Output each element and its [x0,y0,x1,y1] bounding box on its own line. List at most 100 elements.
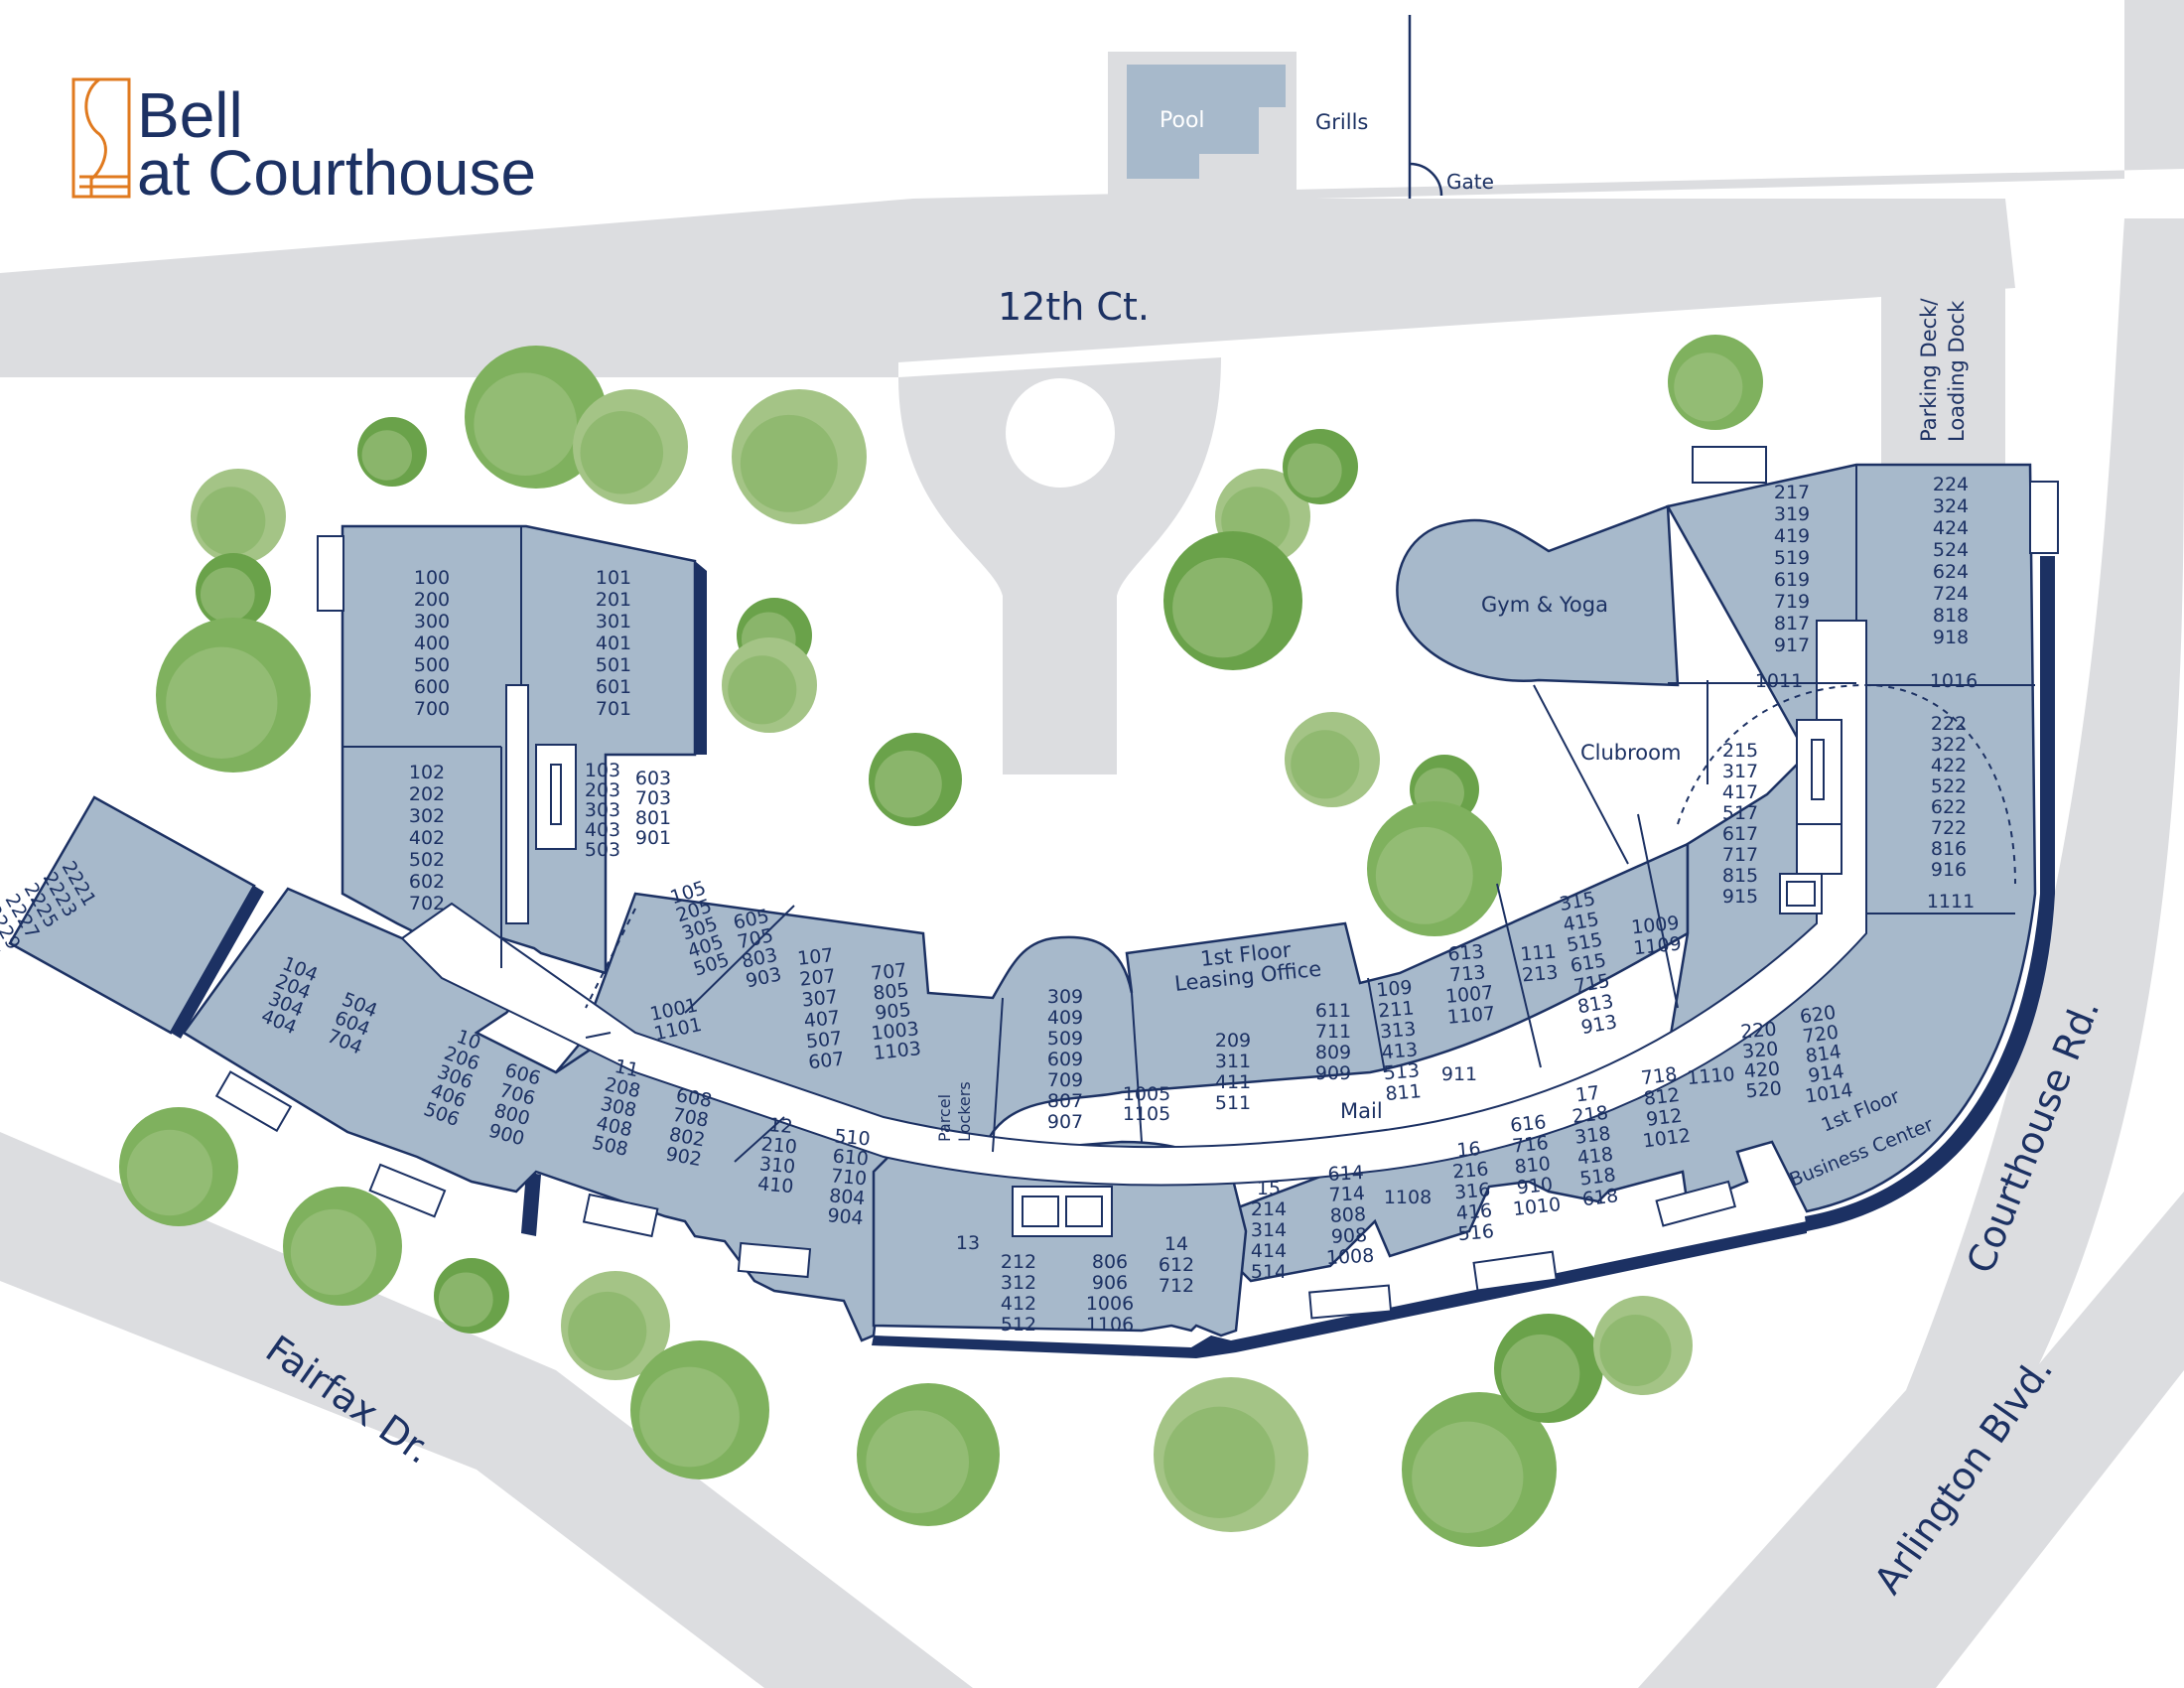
unit-number: 503 [585,839,620,861]
unit-number: 109 [1375,976,1413,1001]
label-clubroom: Clubroom [1580,741,1681,765]
unit-number: 518 [1578,1164,1617,1190]
tree [1593,1296,1693,1395]
unit-number: 222 [1931,713,1967,735]
unit-number: 607 [807,1049,845,1074]
unit-number: 904 [827,1204,865,1229]
pool-label: Pool [1160,108,1205,133]
unit-number: 209 [1215,1030,1251,1052]
unit-number: 420 [1743,1057,1781,1082]
unit-number: 200 [414,589,450,611]
unit-label-u12: 608708802902 [664,1084,714,1171]
unit-number: 419 [1774,525,1810,547]
unit-number: 619 [1774,569,1810,591]
unit-number: 1008 [1325,1245,1374,1270]
tree [869,733,962,826]
tree [283,1187,402,1306]
tree [561,1271,670,1380]
logo-line2: at Courthouse [137,137,536,209]
unit-number: 318 [1573,1123,1612,1149]
unit-number: 422 [1931,755,1967,776]
unit-number: 216 [1451,1158,1489,1183]
unit-number: 313 [1379,1018,1417,1043]
unit-label-u33: 1016 [1930,670,1978,692]
unit-number: 411 [1215,1071,1251,1093]
unit-number: 410 [756,1173,794,1197]
unit-number: 719 [1774,591,1810,613]
unit-number: 322 [1931,734,1967,756]
unit-number: 915 [1722,886,1758,908]
unit-number: 620 [1799,1002,1838,1029]
unit-number: 101 [596,567,631,589]
unit-number: 501 [596,654,631,676]
unit-number: 717 [1722,844,1758,866]
unit-number: 15 [1257,1178,1281,1199]
unit-number: 814 [1804,1041,1843,1067]
unit-number: 402 [409,827,445,849]
tree [196,553,271,629]
unit-number: 622 [1931,796,1967,818]
unit-number: 700 [414,698,450,720]
unit-number: 302 [409,805,445,827]
tree [857,1383,1000,1526]
unit-number: 601 [596,676,631,698]
unit-number: 511 [1215,1092,1251,1114]
unit-number: 712 [1159,1275,1194,1297]
label-parking-line1: Parking Deck/ [1917,298,1941,442]
logo-line1: Bell [137,79,243,151]
unit-number: 400 [414,633,450,654]
unit-number: 613 [1446,940,1484,965]
unit-number: 609 [1047,1049,1083,1070]
unit-number: 618 [1581,1185,1620,1210]
unit-label-u27: 111213 [1519,940,1559,986]
unit-number: 1107 [1446,1003,1496,1029]
unit-number: 1109 [1632,932,1682,959]
tree [732,389,867,524]
tree [1285,712,1380,807]
parking-deck-road [1881,278,2005,467]
unit-number: 1106 [1086,1314,1134,1336]
unit-label-u6: 2221222322252227222922312233 [0,858,100,976]
unit-number: 702 [409,893,445,914]
unit-number: 710 [830,1165,868,1190]
unit-label-u50: 13 [956,1232,980,1254]
unit-number: 806 [1092,1251,1128,1273]
unit-number: 11 [613,1055,640,1082]
unit-number: 817 [1774,613,1810,634]
unit-label-u43: 16216316416516 [1449,1137,1494,1245]
unit-number: 100 [414,567,450,589]
tree [434,1258,509,1334]
unit-label-u16: 605705803903 [732,906,784,993]
unit-number: 307 [801,986,839,1012]
unit-number: 314 [1251,1219,1287,1241]
tree [1163,531,1302,670]
building-sw-wing [182,887,895,1342]
unit-number: 602 [409,871,445,893]
unit-number: 610 [832,1145,870,1170]
unit-number: 502 [409,849,445,871]
unit-label-u45: 6147148089081008 [1321,1162,1375,1269]
unit-number: 403 [585,819,620,841]
unit-number: 808 [1329,1203,1366,1227]
tree [1283,429,1358,504]
unit-number: 805 [872,979,909,1005]
unit-number: 1105 [1123,1103,1170,1125]
dashed-arc-right [1677,683,2016,885]
unit-number: 407 [803,1007,841,1033]
tree [1494,1314,1603,1423]
unit-number: 509 [1047,1028,1083,1050]
unit-number: 412 [1001,1293,1036,1315]
unit-number: 320 [1741,1038,1779,1062]
tree [722,637,817,733]
gate-arc [1409,162,1443,197]
unit-number: 617 [1722,823,1758,845]
top-road [913,0,2184,209]
unit-number: 309 [1047,986,1083,1008]
unit-number: 906 [1092,1272,1128,1294]
unit-label-u11: 11208308408508 [591,1055,647,1161]
